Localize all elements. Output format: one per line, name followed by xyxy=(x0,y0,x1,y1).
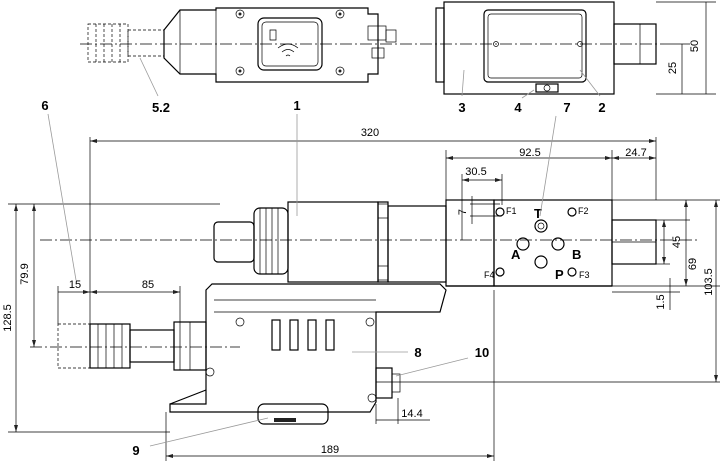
port-A-label: A xyxy=(511,247,521,262)
dim-14-4-label: 14.4 xyxy=(401,408,422,420)
fixing-hole-F3-label: F3 xyxy=(579,270,590,280)
callout-3: 3 xyxy=(458,100,465,115)
dim-50-label: 50 xyxy=(689,40,701,52)
emission-icon xyxy=(277,43,299,57)
callout-4: 4 xyxy=(514,100,522,115)
dim-1-5-label: 1.5 xyxy=(655,294,667,309)
callout-8: 8 xyxy=(414,345,421,360)
dim-24-7-label: 24.7 xyxy=(625,147,646,159)
dim-92-5-label: 92.5 xyxy=(519,147,540,159)
dim-7-label: 7 xyxy=(457,209,469,215)
hand-warning-icon xyxy=(269,29,277,41)
fixing-hole-F1-label: F1 xyxy=(506,206,517,216)
connector-plug-front xyxy=(57,321,207,371)
electronics-box xyxy=(169,283,447,425)
valve-body-top xyxy=(435,1,657,95)
dim-320-label: 320 xyxy=(361,127,379,139)
electronics-housing-top xyxy=(163,7,397,83)
callout-2: 2 xyxy=(598,100,605,115)
dim-25-label: 25 xyxy=(667,62,679,74)
valve-body-front: T A B P F1 F2 F3 F4 xyxy=(445,199,657,287)
dim-79-9-label: 79.9 xyxy=(19,263,31,284)
dim-189-label: 189 xyxy=(321,444,339,456)
callout-5-2: 5.2 xyxy=(152,100,170,115)
callout-6: 6 xyxy=(41,98,48,113)
dim-45-label: 45 xyxy=(671,236,683,248)
dim-69-label: 69 xyxy=(687,258,699,270)
dim-103-5-label: 103.5 xyxy=(703,268,715,296)
callout-7: 7 xyxy=(563,100,570,115)
fixing-hole-F4-label: F4 xyxy=(484,270,495,280)
callout-1: 1 xyxy=(293,98,300,113)
solenoid-coil xyxy=(213,201,447,283)
connector-plug-top xyxy=(87,23,165,63)
port-B-label: B xyxy=(572,247,581,262)
callout-9: 9 xyxy=(132,443,139,458)
top-view: 50 25 5.2 3 4 2 7 xyxy=(80,1,716,115)
dim-85-label: 85 xyxy=(142,279,154,291)
port-P-label: P xyxy=(555,267,564,282)
dim-30-5-label: 30.5 xyxy=(465,166,486,178)
fixing-hole-F2-label: F2 xyxy=(578,206,589,216)
port-T-label: T xyxy=(534,206,542,221)
front-view: 320 92.5 24.7 30.5 7 xyxy=(2,98,720,461)
dim-15-label: 15 xyxy=(69,279,81,291)
dim-128-5-label: 128.5 xyxy=(2,304,14,332)
callout-10: 10 xyxy=(475,345,489,360)
